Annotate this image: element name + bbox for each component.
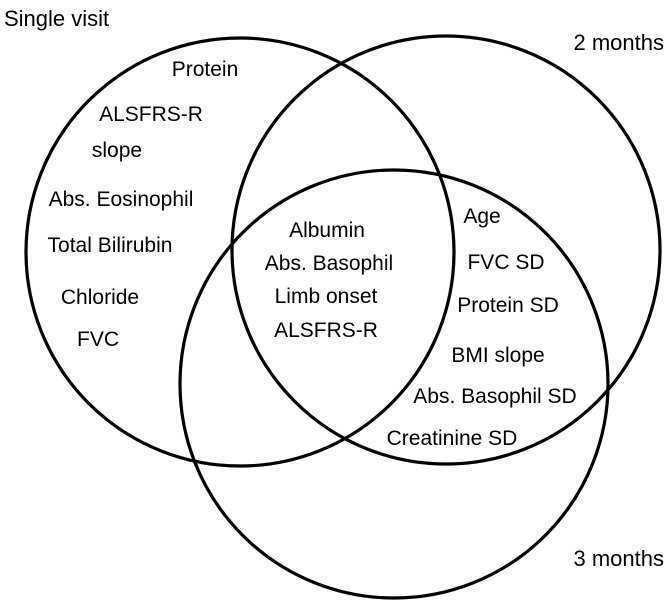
single-visit-item: slope — [92, 139, 142, 162]
single-visit-item: ALSFRS-R — [99, 103, 203, 126]
single-visit-item: FVC — [77, 328, 119, 351]
single-visit-item: Protein — [172, 58, 239, 81]
single-visit-circle — [24, 36, 456, 468]
single-visit-item: Total Bilirubin — [48, 234, 173, 257]
single-visit-item: Abs. Eosinophil — [49, 188, 194, 211]
two-months-circle — [230, 34, 662, 466]
center-item: Abs. Basophil — [265, 252, 393, 275]
overlap-item: Abs. Basophil SD — [413, 385, 576, 408]
overlap-item: Protein SD — [457, 294, 559, 317]
center-item: Albumin — [289, 219, 365, 242]
single-visit-item: Chloride — [61, 286, 139, 309]
overlap-item: BMI slope — [451, 344, 544, 367]
three-months-circle — [178, 168, 610, 600]
overlap-item: Age — [463, 205, 500, 228]
center-item: Limb onset — [275, 285, 378, 308]
single-visit-title: Single visit — [4, 6, 109, 31]
overlap-item: FVC SD — [467, 251, 544, 274]
overlap-item: Creatinine SD — [387, 427, 518, 450]
center-item: ALSFRS-R — [274, 319, 378, 342]
three-months-title: 3 months — [574, 546, 665, 571]
two-months-title: 2 months — [574, 30, 665, 55]
